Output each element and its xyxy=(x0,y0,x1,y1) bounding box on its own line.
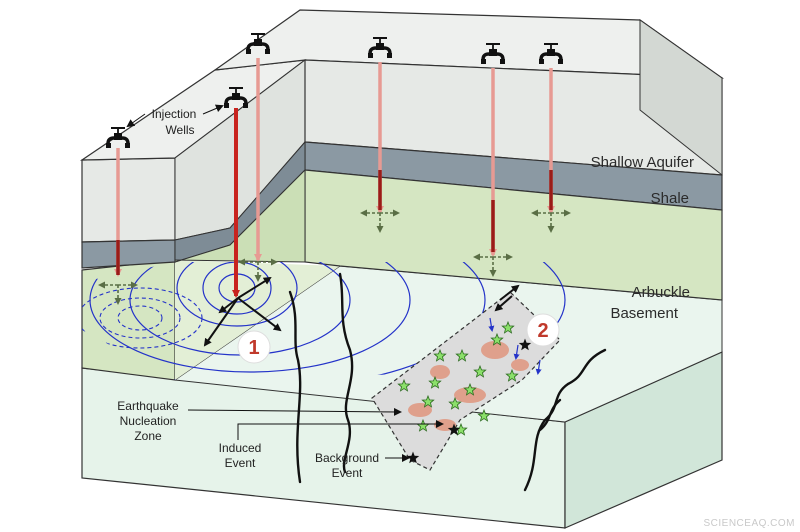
fault-trace xyxy=(288,290,302,484)
star-icon xyxy=(477,408,491,422)
fault-slip-arrow xyxy=(499,284,520,301)
slip-patch xyxy=(408,403,432,417)
svg-text:2: 2 xyxy=(537,320,548,342)
injection-wells-callout: Injection Wells xyxy=(126,104,224,137)
svg-text:Event: Event xyxy=(225,456,256,470)
valve-icon xyxy=(539,43,563,64)
marker-1: 1 xyxy=(237,330,271,364)
svg-text:Injection: Injection xyxy=(152,107,197,121)
star-icon xyxy=(505,368,519,382)
arbuckle-front-chunk xyxy=(81,259,340,381)
valve-icon xyxy=(224,87,248,108)
back-block xyxy=(174,9,725,301)
svg-text:Background: Background xyxy=(315,451,379,465)
fault-slip-arrow-2 xyxy=(494,295,513,312)
valve-icons xyxy=(106,33,563,148)
fault-trace xyxy=(538,398,562,432)
label-shale: Shale xyxy=(651,190,689,207)
background-event-callout: Background Event xyxy=(315,451,410,480)
induced-event-callout: Induced Event xyxy=(219,420,444,470)
slip-patch xyxy=(454,387,486,403)
svg-text:Event: Event xyxy=(332,466,363,480)
label-arbuckle: Arbuckle xyxy=(632,284,690,301)
pressure-flow-arrows xyxy=(488,317,542,375)
pressure-front-contours xyxy=(82,262,566,380)
star-icon xyxy=(473,364,487,378)
injection-wells xyxy=(114,58,555,298)
nucleation-zone-callout: Earthquake Nucleation Zone xyxy=(117,399,402,443)
star-icon xyxy=(406,451,420,464)
left-aquifer-front xyxy=(81,157,176,243)
star-icon xyxy=(397,378,411,392)
valve-icon xyxy=(368,37,392,58)
fault-traces xyxy=(288,272,607,492)
events xyxy=(397,320,532,464)
right-face-aquifer xyxy=(639,19,723,177)
fault-trace xyxy=(338,272,354,474)
valve-icon xyxy=(106,127,130,148)
slip-patch xyxy=(430,365,450,379)
watermark: SCIENCEAQ.COM xyxy=(703,518,795,529)
star-icon xyxy=(447,423,461,436)
label-basement: Basement xyxy=(610,305,678,322)
star-icon xyxy=(490,332,504,346)
stress-arrows xyxy=(203,276,282,347)
svg-text:1: 1 xyxy=(248,337,259,359)
star-icon xyxy=(428,375,442,389)
star-icon xyxy=(463,382,477,396)
svg-text:Earthquake: Earthquake xyxy=(117,399,179,413)
star-icon xyxy=(421,394,435,408)
arbuckle-top xyxy=(175,260,340,380)
star-icon xyxy=(455,348,469,362)
label-shallow-aquifer: Shallow Aquifer xyxy=(591,154,694,171)
svg-text:Zone: Zone xyxy=(134,429,162,443)
svg-text:Wells: Wells xyxy=(165,123,194,137)
slip-patch xyxy=(511,359,529,371)
slip-patch xyxy=(481,341,509,359)
star-icon xyxy=(501,320,515,334)
star-icon xyxy=(448,396,462,410)
svg-text:Induced: Induced xyxy=(219,441,262,455)
svg-text:Nucleation: Nucleation xyxy=(120,414,177,428)
star-icon xyxy=(518,338,532,351)
flow-arrows xyxy=(98,209,571,305)
valve-icon xyxy=(246,33,270,54)
marker-2: 2 xyxy=(526,313,560,347)
valve-icon xyxy=(481,43,505,64)
fault-trace xyxy=(523,348,607,492)
star-icon xyxy=(433,348,447,362)
inner-arbuckle-face xyxy=(174,168,306,263)
